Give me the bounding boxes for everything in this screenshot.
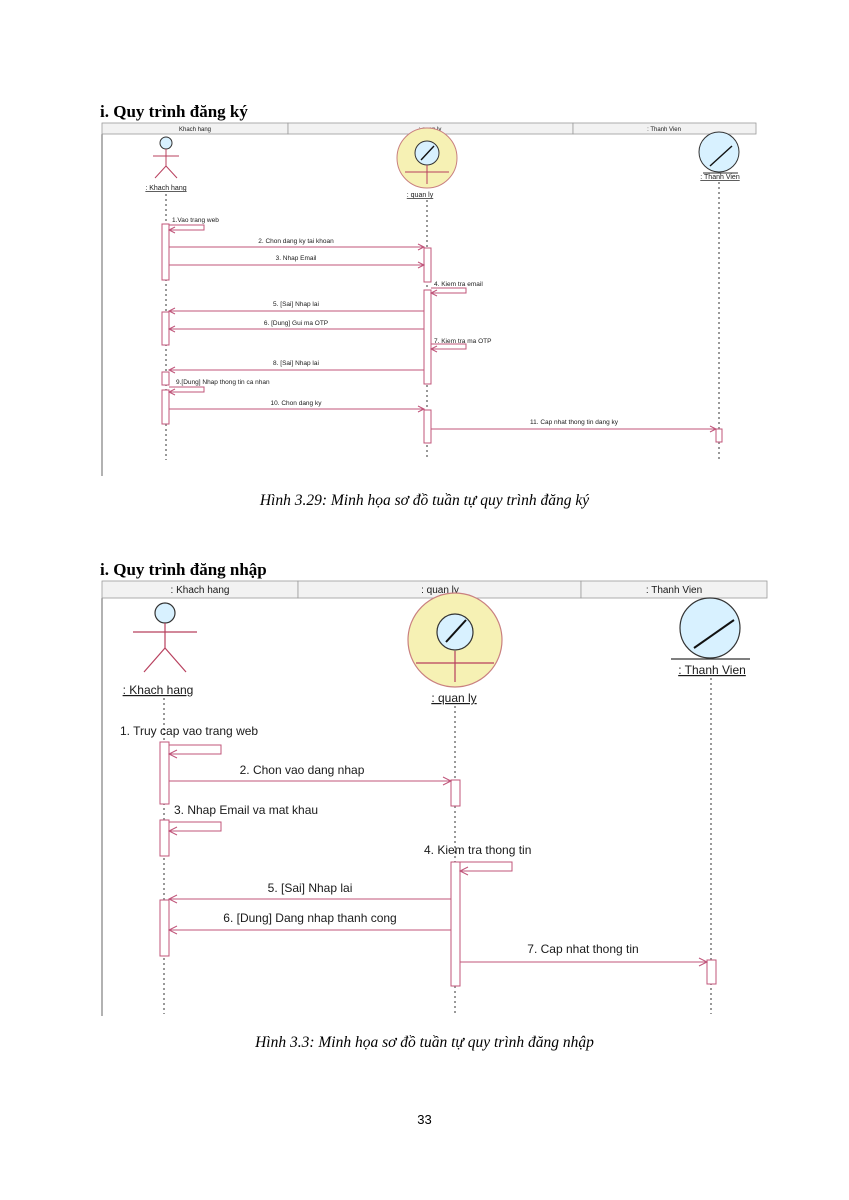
activation-bar <box>715 428 723 443</box>
message-label: 5. [Sai] Nhap lai <box>273 301 319 308</box>
control-object-icon <box>407 592 503 688</box>
activation-bar <box>450 861 461 987</box>
message-label: 9.[Dung] Nhap thong tin ca nhan <box>176 379 270 386</box>
message-arrow <box>429 287 467 297</box>
message-label: 1. Truy cap vao trang web <box>120 724 258 738</box>
message-label: 11. Cap nhat thong tin dang ky <box>530 419 619 426</box>
sequence-diagram-registration: Khach hang : quan ly : Thanh Vien : Khac… <box>101 122 767 479</box>
message-arrow <box>169 405 426 413</box>
activation-bar <box>423 289 432 385</box>
header-tab-bar: : Khach hang : quan ly : Thanh Vien <box>101 580 768 599</box>
control-object-icon <box>396 127 458 189</box>
message-arrow <box>460 957 709 967</box>
stick-figure-actor-icon <box>153 136 179 179</box>
actor-label-quan-ly: : quan ly <box>431 691 476 705</box>
message-arrow <box>167 325 424 333</box>
figure-caption-registration: Hình 3.29: Minh họa sơ đồ tuần tự quy tr… <box>259 492 590 509</box>
message-arrow <box>167 821 222 836</box>
message-arrow <box>169 776 453 786</box>
tab-label: : Thanh Vien <box>647 127 681 133</box>
stick-figure-actor-icon <box>133 602 197 673</box>
message-label: 6. [Dung] Gui ma OTP <box>264 320 328 327</box>
message-arrow <box>458 861 513 876</box>
message-label: 7. Kiem tra ma OTP <box>434 338 491 345</box>
tab-label: : quan ly <box>421 585 459 596</box>
message-arrow <box>167 307 424 315</box>
figure-caption-login: Hình 3.3: Minh họa sơ đồ tuần tự quy trì… <box>255 1034 594 1051</box>
tab-label: Khach hang <box>179 127 211 133</box>
activation-bar <box>159 899 170 957</box>
message-label: 5. [Sai] Nhap lai <box>268 881 353 895</box>
actor-label-thanh-vien: : Thanh Vien <box>678 663 746 677</box>
message-arrow <box>431 425 718 433</box>
tab-label: : Khach hang <box>171 585 230 596</box>
message-label: 3. Nhap Email <box>276 255 317 262</box>
tab-thanh-vien[interactable] <box>580 580 768 599</box>
message-arrow <box>167 894 451 904</box>
activation-bar <box>159 819 170 857</box>
message-arrow <box>429 343 467 353</box>
actor-label-khach-hang: : Khach hang <box>123 683 194 697</box>
section-heading-registration: i. Quy trình đăng ký <box>100 102 248 121</box>
message-label: 8. [Sai] Nhap lai <box>273 360 319 367</box>
message-arrow <box>167 366 424 374</box>
activation-bar <box>161 371 170 386</box>
activation-bar <box>450 779 461 807</box>
actor-label-quan-ly: : quan ly <box>407 192 434 199</box>
message-arrow <box>169 243 426 251</box>
tab-thanh-vien[interactable] <box>572 122 757 135</box>
activation-bar <box>161 223 170 281</box>
message-arrow <box>167 744 222 759</box>
message-arrow <box>167 925 451 935</box>
message-arrow <box>167 224 205 234</box>
message-label: 6. [Dung] Dang nhap thanh cong <box>223 911 396 925</box>
message-label: 1.Vao trang web <box>172 217 219 224</box>
message-label: 3. Nhap Email va mat khau <box>174 803 318 817</box>
activation-bar <box>706 959 717 985</box>
message-label: 10. Chon dang ky <box>271 400 323 407</box>
activation-bar <box>159 741 170 805</box>
page-number: 33 <box>417 1112 432 1127</box>
message-arrow <box>169 261 426 269</box>
activation-bar <box>161 311 170 346</box>
actor-label-khach-hang: : Khach hang <box>145 185 186 192</box>
message-arrow <box>167 386 205 396</box>
entity-object-icon <box>698 131 740 174</box>
tab-label: : Thanh Vien <box>646 585 702 596</box>
activation-bar <box>423 409 432 444</box>
message-label: 4. Kiem tra thong tin <box>424 843 531 857</box>
entity-object-icon <box>671 597 750 660</box>
message-label: 7. Cap nhat thong tin <box>527 942 638 956</box>
actor-label-thanh-vien: : Thanh Vien <box>700 174 740 181</box>
sequence-diagram-login: : Khach hang : quan ly : Thanh Vien : Kh… <box>101 580 768 1016</box>
message-label: 2. Chon dang ky tai khoan <box>258 238 334 245</box>
section-heading-login: i. Quy trình đăng nhập <box>100 560 267 579</box>
activation-bar <box>161 389 170 425</box>
message-label: 4. Kiem tra email <box>434 281 483 288</box>
message-label: 2. Chon vao dang nhap <box>240 763 365 777</box>
